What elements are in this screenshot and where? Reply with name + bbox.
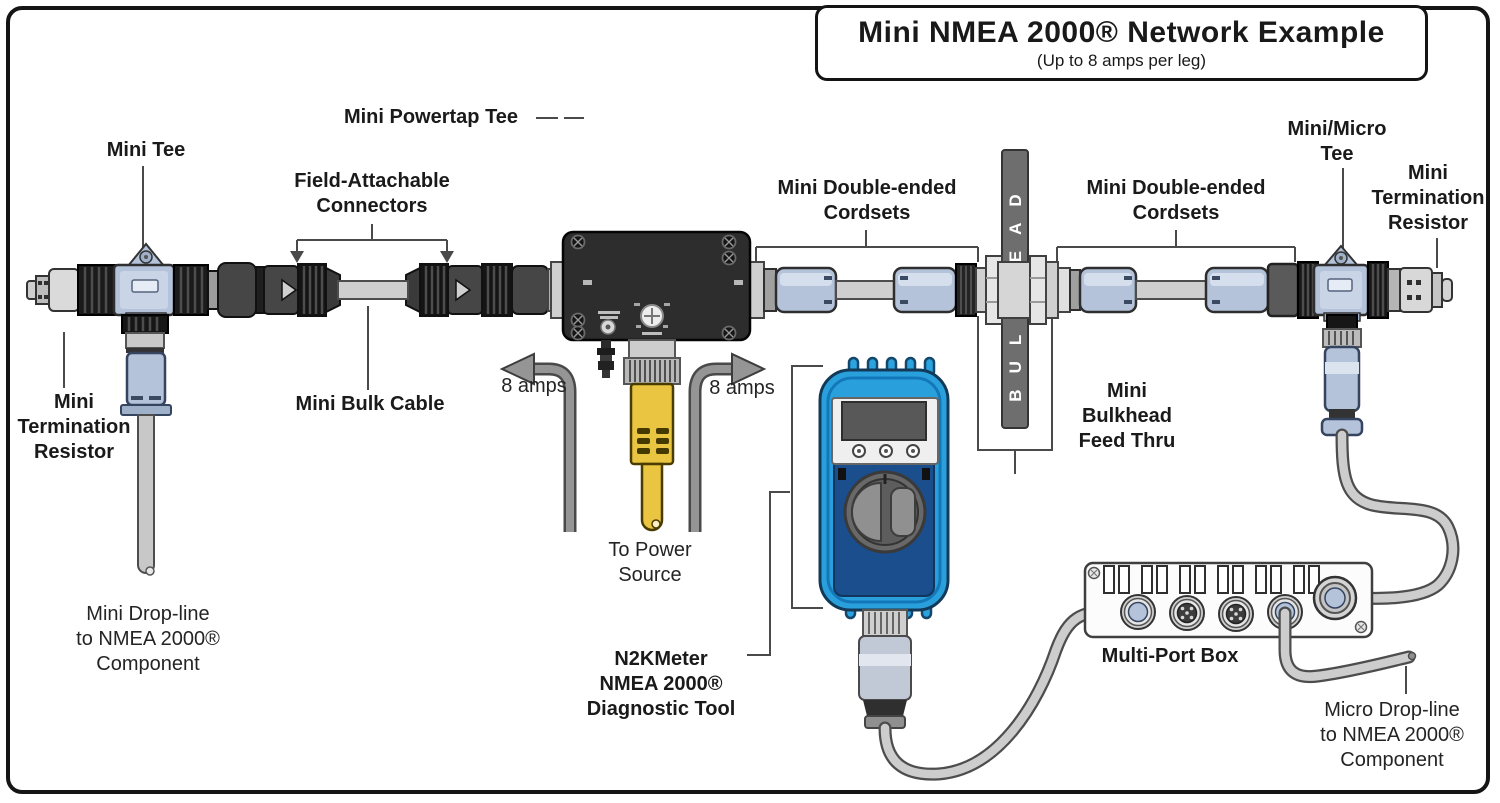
label-line: Termination — [17, 416, 131, 438]
field-attachable-arrowheads — [290, 251, 454, 263]
mini-termination-resistor-right-graphic — [1387, 267, 1453, 313]
label-line: Resistor — [1387, 212, 1469, 234]
label-line: Termination — [1371, 187, 1485, 209]
label-field-attachable: Field-Attachable Connectors — [294, 169, 450, 219]
mini-cordset-right-graphic — [1069, 262, 1300, 318]
label-line: to NMEA 2000® — [1320, 724, 1464, 746]
label-mini-micro-tee: Mini/Micro Tee — [1288, 117, 1387, 167]
label-mini-bulk-cable: Mini Bulk Cable — [295, 393, 445, 415]
micro-dropline-cable — [1278, 606, 1417, 684]
label-cordsets-1: Mini Double-ended Cordsets — [778, 176, 957, 226]
label-multi-port-box: Multi-Port Box — [1101, 645, 1239, 667]
power-cable-graphic — [597, 339, 681, 532]
mini-dropline-graphic — [120, 314, 172, 576]
label-line: Tee — [1320, 143, 1354, 165]
label-line: Component — [96, 653, 200, 675]
label-line: Resistor — [33, 441, 115, 463]
label-line: Cordsets — [1132, 202, 1220, 224]
label-line: Mini Drop-line — [86, 603, 210, 625]
label-micro-dropline: Micro Drop-line to NMEA 2000® Component — [1320, 698, 1464, 773]
label-line: Diagnostic Tool — [586, 698, 736, 720]
label-amps-left: 8 amps — [501, 375, 567, 397]
label-line: Mini — [1106, 380, 1147, 402]
label-line: Feed Thru — [1078, 430, 1176, 452]
label-mini-dropline: Mini Drop-line to NMEA 2000® Component — [76, 602, 220, 677]
mini-termination-resistor-left-graphic — [26, 268, 80, 312]
leader-lines — [63, 117, 1438, 694]
n2kmeter-buttons — [852, 444, 920, 458]
label-mini-tee: Mini Tee — [106, 139, 186, 161]
label-line: Field-Attachable — [294, 170, 450, 192]
label-line: Cordsets — [823, 202, 911, 224]
page-subtitle: (Up to 8 amps per leg) — [1036, 50, 1207, 70]
label-line: To Power — [608, 539, 692, 561]
title-box: Mini NMEA 2000® Network Example (Up to 8… — [815, 5, 1428, 81]
label-termination-resistor-right: Mini Termination Resistor — [1372, 161, 1485, 236]
label-termination-resistor-left: Mini Termination Resistor — [18, 390, 131, 465]
label-amps-right: 8 amps — [709, 377, 775, 399]
label-line: to NMEA 2000® — [76, 628, 220, 650]
outer-frame — [6, 6, 1490, 794]
n2kmeter-graphic — [818, 356, 950, 729]
label-line: Component — [1340, 749, 1444, 771]
label-line: Mini Double-ended — [777, 177, 957, 199]
label-line: Mini — [54, 391, 94, 413]
mini-bulk-cable-graphic — [337, 280, 409, 300]
amps-arrow-left — [499, 352, 577, 532]
bulkhead-graphic: BULKHEAD — [985, 149, 1071, 429]
label-line: Source — [618, 564, 682, 586]
label-line: Connectors — [316, 195, 428, 217]
mini-tee-graphic — [77, 242, 209, 322]
label-line: Bulkhead — [1081, 405, 1173, 427]
label-line: Mini/Micro — [1287, 118, 1387, 140]
label-n2kmeter: N2KMeter NMEA 2000® Diagnostic Tool — [587, 647, 736, 722]
mini-micro-tee-graphic — [1297, 244, 1389, 322]
label-mini-powertap-tee: Mini Powertap Tee — [343, 106, 519, 128]
label-to-power-source: To Power Source — [608, 538, 691, 588]
multi-port-slots — [1103, 565, 1320, 594]
mini-powertap-tee-graphic — [550, 230, 765, 342]
label-line: Micro Drop-line — [1324, 699, 1460, 721]
label-cordsets-2: Mini Double-ended Cordsets — [1087, 176, 1266, 226]
page-title: Mini NMEA 2000® Network Example — [858, 15, 1385, 49]
amps-arrow-right — [688, 352, 767, 532]
mini-cordset-left-graphic — [763, 263, 987, 317]
multi-port-ports — [1120, 575, 1358, 632]
label-bulkhead-feed-thru: Mini Bulkhead Feed Thru — [1079, 379, 1176, 454]
multi-port-box-graphic — [1083, 561, 1417, 684]
micro-drop-connector-graphic — [1320, 314, 1460, 605]
label-line: Mini Double-ended — [1086, 177, 1266, 199]
n2kmeter-cable — [878, 604, 1145, 781]
label-line: N2KMeter — [614, 648, 708, 670]
label-line: NMEA 2000® — [599, 673, 723, 695]
field-attachable-connectors-graphic — [207, 262, 563, 318]
label-line: Mini — [1408, 162, 1448, 184]
